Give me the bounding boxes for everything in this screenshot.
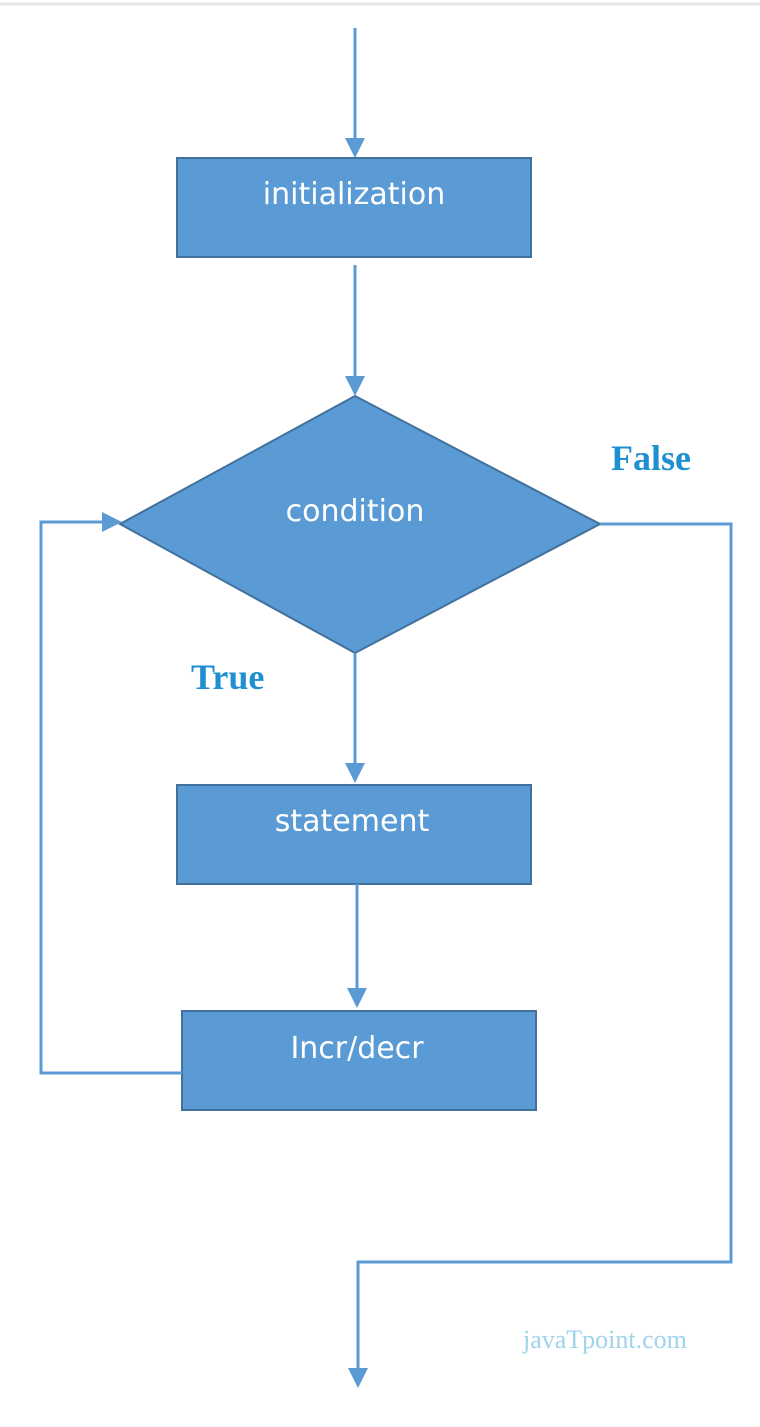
watermark-text: javaTpoint.com <box>522 1325 687 1354</box>
exit-arrowhead <box>348 1368 368 1388</box>
true-branch-label: True <box>191 657 264 697</box>
statement-label: statement <box>275 804 430 839</box>
init-to-condition-arrowhead <box>345 376 365 396</box>
loop-back-arrowhead <box>102 512 122 532</box>
initialization-label: initialization <box>263 177 445 212</box>
initialization-node <box>176 157 532 258</box>
entry-arrowhead <box>345 138 365 158</box>
statement-node <box>176 784 532 885</box>
incr-decr-label: Incr/decr <box>290 1031 424 1066</box>
loop-back-connector <box>39 520 182 1075</box>
false-branch-label: False <box>611 438 691 478</box>
statement-to-incr-arrowhead <box>347 988 367 1008</box>
condition-to-statement-arrowhead <box>345 763 365 783</box>
condition-label: condition <box>286 494 425 529</box>
false-branch-connector <box>356 522 733 1372</box>
incr-decr-node <box>181 1010 537 1111</box>
